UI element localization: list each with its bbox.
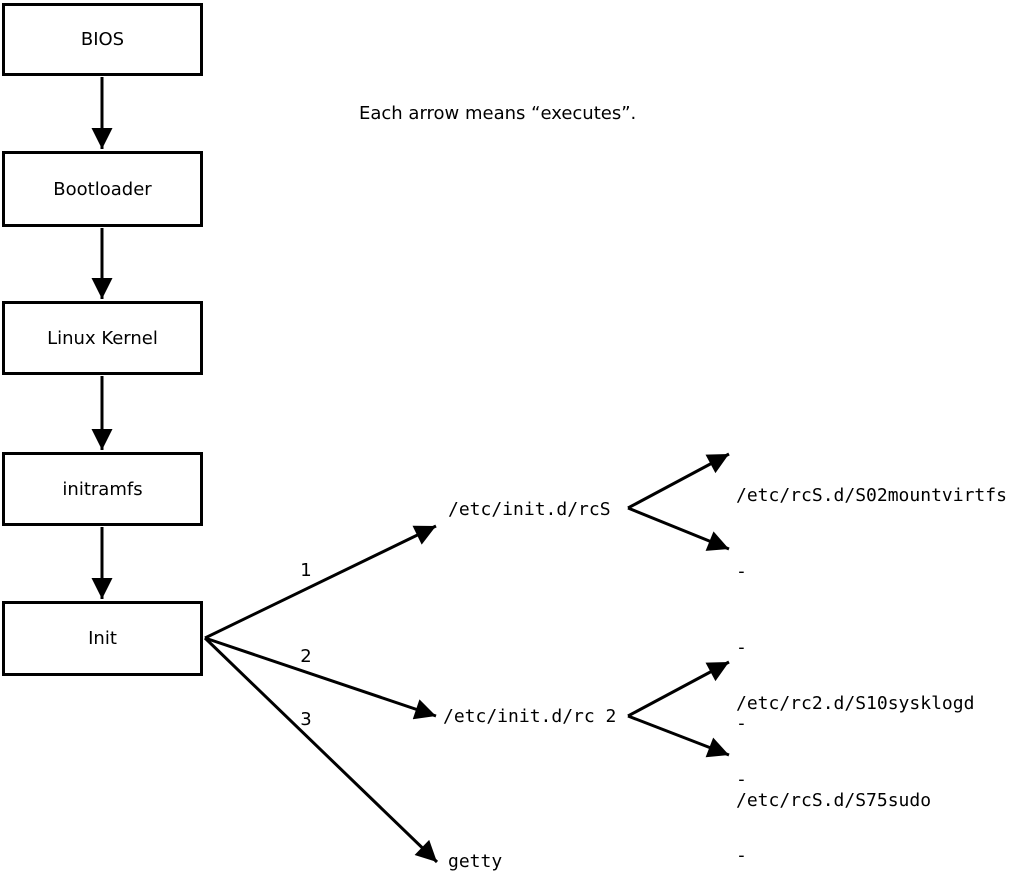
legend-note: Each arrow means “executes”. <box>359 103 637 124</box>
rcS-item-dash-2: - <box>736 637 747 659</box>
rcS-item-dash-3: - <box>736 713 747 735</box>
box-bios-label: BIOS <box>80 29 125 50</box>
rcS-item-dash-1: - <box>736 561 747 583</box>
rcS-item-s02mountvirtfs: /etc/rcS.d/S02mountvirtfs <box>736 484 1007 506</box>
rc2-item-dash-1: - <box>736 769 747 791</box>
box-linux-kernel: Linux Kernel <box>2 301 203 375</box>
target-getty-label: getty <box>448 851 503 872</box>
box-linux-kernel-label: Linux Kernel <box>47 327 158 349</box>
arrow-init-to-getty <box>203 636 439 864</box>
arrow-init-to-rc2 <box>204 636 437 720</box>
target-rc2-label: /etc/init.d/rc 2 <box>443 706 617 727</box>
box-initramfs-label: initramfs <box>62 478 143 500</box>
arrow-rc2-to-s10sysklogd <box>627 660 730 718</box>
arrow-rcS-to-s02mountvirtfs <box>627 452 730 510</box>
rcS-item-s75sudo: /etc/rcS.d/S75sudo <box>736 789 932 811</box>
rc2-item-dash-2: - <box>736 845 747 867</box>
box-init-label: Init <box>88 628 117 649</box>
arrow-init-to-rcS <box>204 524 437 640</box>
arrow-label-1: 1 <box>300 560 312 581</box>
arrow-label-3: 3 <box>300 709 312 730</box>
box-bootloader-label: Bootloader <box>53 178 152 200</box>
target-rcS-label: /etc/init.d/rcS <box>448 499 611 520</box>
box-init: Init <box>2 601 203 676</box>
rcS-script-list: /etc/rcS.d/S02mountvirtfs - - - /etc/rcS… <box>736 432 1007 864</box>
box-bootloader: Bootloader <box>2 151 203 227</box>
arrow-rcS-to-s75sudo <box>627 506 730 551</box>
arrow-label-2: 2 <box>300 646 312 667</box>
rc2-item-s10sysklogd: /etc/rc2.d/S10sysklogd <box>736 692 975 714</box>
box-bios: BIOS <box>2 3 203 76</box>
box-initramfs: initramfs <box>2 452 203 526</box>
arrow-rc2-to-s99gdm <box>627 714 730 758</box>
rc2-script-list: /etc/rc2.d/S10sysklogd - - - /etc/rc2.d/… <box>736 640 974 875</box>
